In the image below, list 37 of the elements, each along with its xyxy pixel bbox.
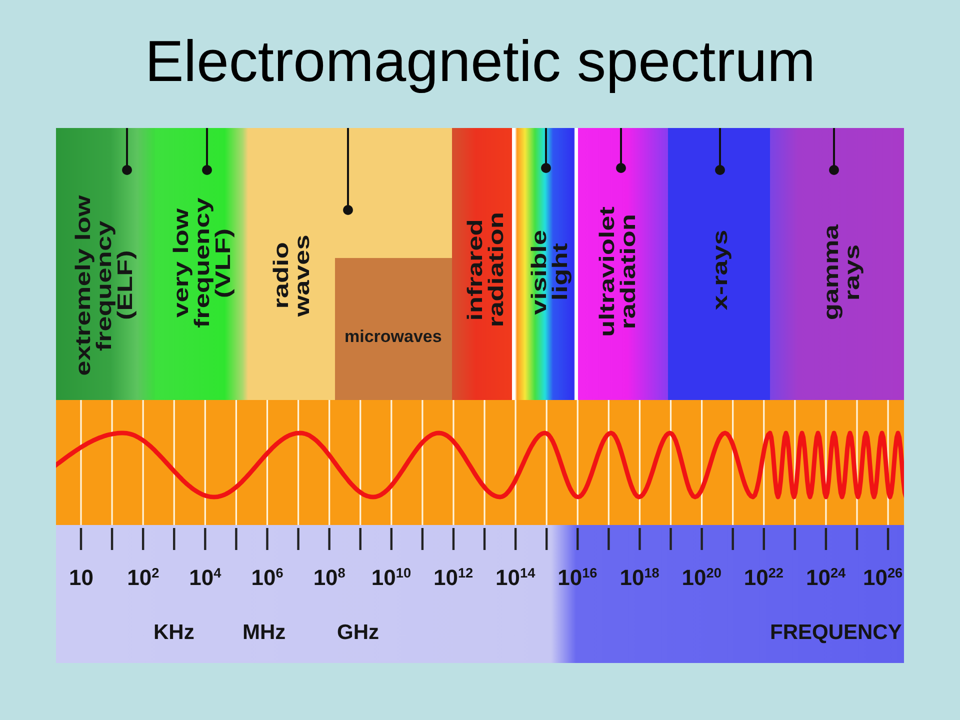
tick-label: 10$^{4}$ xyxy=(189,565,222,591)
spectrum-band xyxy=(248,128,452,400)
unit-label: GHz xyxy=(337,620,379,644)
title: Electromagnetic spectrum xyxy=(145,30,816,94)
band-label: infrared radiation xyxy=(465,211,507,330)
spectrum-band xyxy=(56,128,155,400)
spectrum-band xyxy=(578,128,668,400)
spectrum-band xyxy=(668,128,770,400)
spectrum-band xyxy=(452,128,512,400)
tick-label: 10 xyxy=(69,565,94,591)
tick-label: 10$^{14}$ xyxy=(496,565,536,591)
tick-label: 10$^{24}$ xyxy=(806,565,846,591)
unit-label: MHz xyxy=(242,620,286,644)
band-label: x-rays xyxy=(710,228,730,312)
band-label: very low frequency (VLF) xyxy=(170,196,234,330)
tick-label: 10$^{8}$ xyxy=(313,565,346,591)
tick-label: 10$^{12}$ xyxy=(433,565,474,591)
spectrum-band xyxy=(335,258,452,400)
tick-label: 10$^{2}$ xyxy=(127,565,160,591)
axis-title: FREQUENCY xyxy=(770,620,902,644)
spectrum-band xyxy=(155,128,248,400)
tick-label: 10$^{16}$ xyxy=(558,565,598,591)
band-label: visible light xyxy=(529,228,571,317)
spectrum-band xyxy=(512,128,578,400)
tick-label: 10$^{26}$ xyxy=(863,565,903,591)
unit-label: KHz xyxy=(154,620,194,644)
tick-label: 10$^{20}$ xyxy=(682,565,722,591)
band-label: extremely low frequency (ELF) xyxy=(72,194,136,378)
tick-label: 10$^{6}$ xyxy=(251,565,284,591)
tick-label: 10$^{18}$ xyxy=(620,565,660,591)
band-label: gamma rays xyxy=(821,223,863,322)
band-label: ultraviolet radiation xyxy=(597,206,639,340)
tick-label: 10$^{22}$ xyxy=(744,565,784,591)
band-label: radio waves xyxy=(271,233,313,318)
band-label: microwaves xyxy=(344,327,442,347)
spectrum-band xyxy=(770,128,904,400)
tick-label: 10$^{10}$ xyxy=(371,565,412,591)
